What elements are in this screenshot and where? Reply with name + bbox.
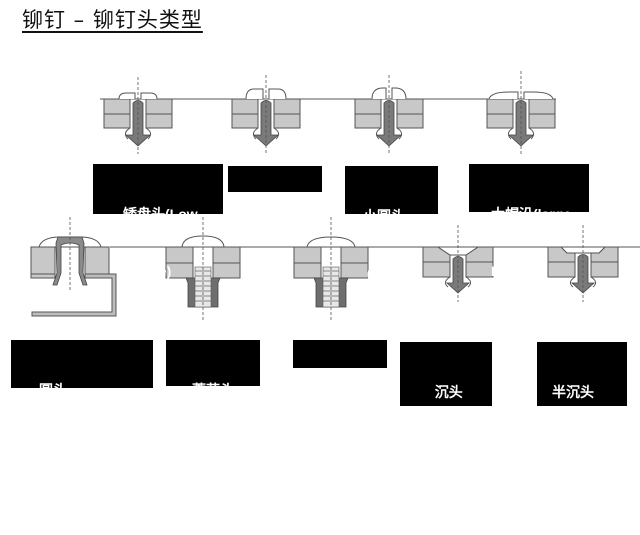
label-line: 沉头 <box>427 384 463 400</box>
label-line: 盘头(Pan ) <box>243 208 310 224</box>
rivet-large-flange-drawing <box>486 71 556 154</box>
label-line: (Under <box>552 441 601 457</box>
label-protruding: 圆头 (Protrucding ) <box>11 340 153 455</box>
label-line: 大帽沿(large <box>491 206 572 222</box>
label-snap: 小圆头 (Snap) <box>345 166 438 281</box>
label-truss: Truss头 <box>293 340 387 398</box>
rivet-truss-drawing <box>293 217 369 322</box>
label-line: (Snap) <box>363 265 411 281</box>
rivet-diagrams <box>30 71 640 322</box>
label-line: (falt/Counte <box>427 441 505 457</box>
rivet-undercut-flat-drawing <box>547 225 619 302</box>
rivet-countersunk-drawing <box>422 225 494 302</box>
label-brazier: 蘑菇头 (Brazier) <box>166 340 260 455</box>
label-pan: 盘头(Pan ) <box>228 166 322 224</box>
rivet-brazier-drawing <box>165 217 241 322</box>
label-line: 矮盘头(Low <box>123 206 198 222</box>
label-line: 小圆头 <box>363 208 405 224</box>
label-large-flange: 大帽沿(large Flange) <box>469 164 589 279</box>
label-line: (Protrucding ) <box>39 439 132 455</box>
page-title: 铆钉 – 铆钉头类型 <box>22 8 203 32</box>
rivet-protruding-drawing <box>30 217 117 317</box>
rivet-low-profile-drawing <box>103 77 173 154</box>
label-line: Flange) <box>491 263 541 279</box>
label-line: 半沉头 <box>552 384 594 400</box>
label-line: cut Flat) <box>552 498 611 514</box>
label-line: Truss头 <box>306 382 358 398</box>
label-line: (Brazier) <box>192 439 253 455</box>
label-line: rsunk) <box>427 498 470 514</box>
rivet-pan-drawing <box>231 75 301 154</box>
label-line: 圆头 <box>39 382 67 398</box>
label-countersunk: 沉头 (falt/Counte rsunk) <box>400 342 505 514</box>
rivet-snap-drawing <box>354 75 424 154</box>
label-undercut-flat: 半沉头 (Under cut Flat) <box>537 342 627 514</box>
label-line: Profile) <box>123 263 172 279</box>
label-line: 蘑菇头 <box>192 382 234 398</box>
label-low-profile: 矮盘头(Low Profile) <box>93 164 223 279</box>
